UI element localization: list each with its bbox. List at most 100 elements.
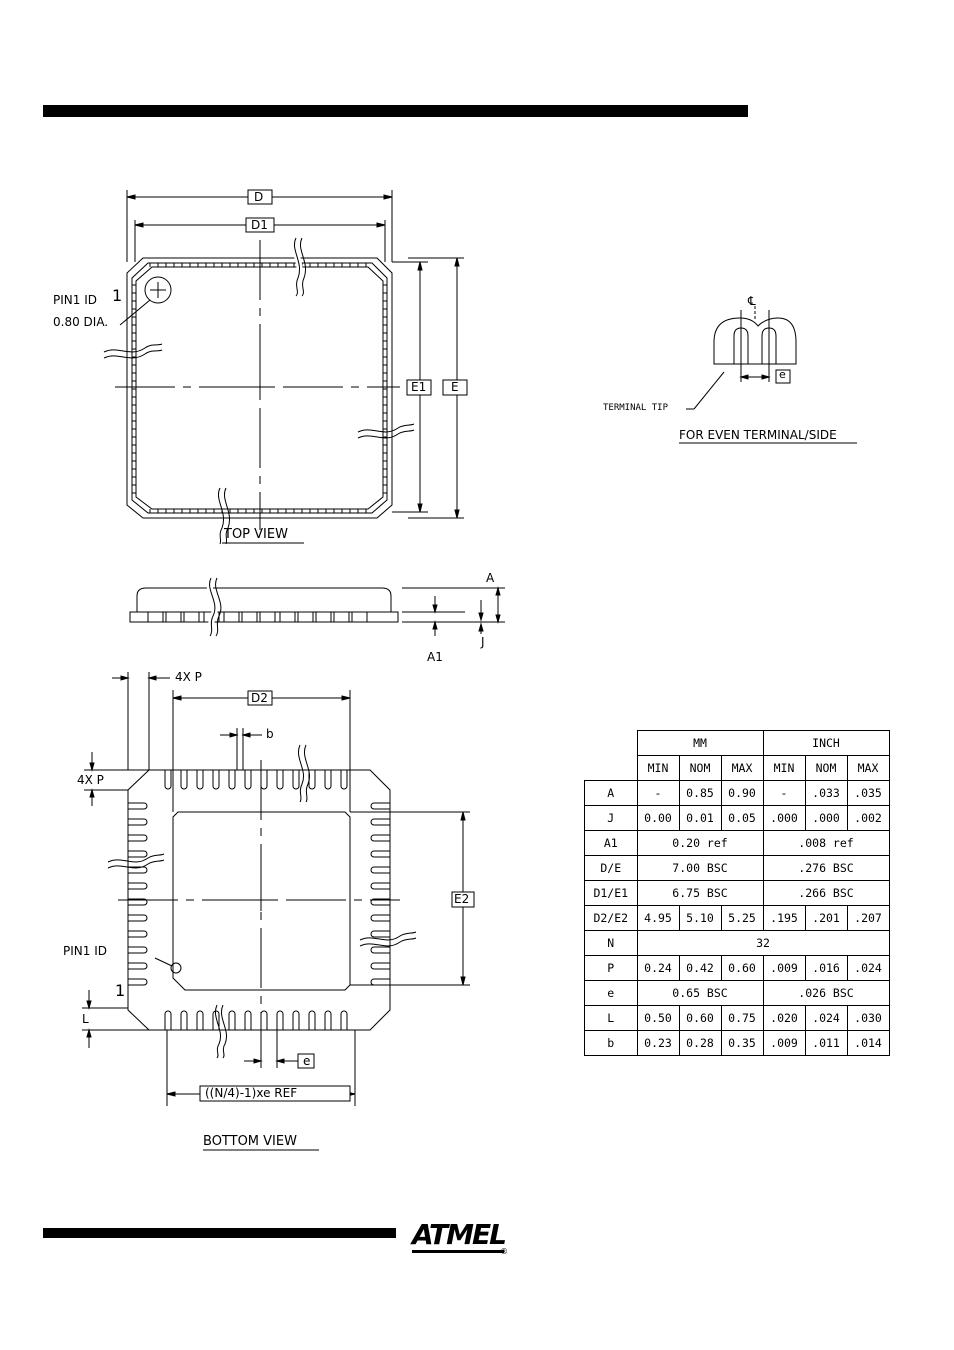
- table-cell: .035: [846, 780, 890, 806]
- table-cell: .024: [804, 1005, 848, 1031]
- table-cell: .016: [804, 955, 848, 981]
- row-symbol: P: [584, 955, 638, 981]
- header-mm-max: MAX: [720, 755, 764, 781]
- table-row: L 0.50 0.60 0.75 .020 .024 .030: [584, 1005, 890, 1031]
- table-cell: .207: [846, 905, 890, 931]
- terminal-detail-title: FOR EVEN TERMINAL/SIDE: [679, 428, 837, 442]
- table-cell: 0.60: [720, 955, 764, 981]
- registered-mark: ®: [500, 1247, 508, 1256]
- terminal-tip-label: TERMINAL TIP: [603, 403, 669, 413]
- table-row: A1 0.20 ref .008 ref: [584, 830, 890, 856]
- dim-ref-label: ((N/4)-1)xe REF: [205, 1086, 298, 1100]
- side-view: [129, 576, 505, 638]
- dim-b-label: b: [266, 727, 274, 741]
- dim-e-label: E: [451, 380, 459, 394]
- table-row: J 0.00 0.01 0.05 .000 .000 .002: [584, 805, 890, 831]
- dim-4xp-left-label: 4X P: [77, 773, 104, 787]
- table-cell: -: [762, 780, 806, 806]
- table-cell: .030: [846, 1005, 890, 1031]
- dim-l-label: L: [82, 1012, 89, 1026]
- table-cell: .024: [846, 955, 890, 981]
- dim-d1-label: D1: [251, 218, 268, 232]
- table-cell: 6.75 BSC: [636, 880, 764, 906]
- table-cell: .195: [762, 905, 806, 931]
- table-cell: 0.75: [720, 1005, 764, 1031]
- table-cell: 7.00 BSC: [636, 855, 764, 881]
- bottom-view: [82, 672, 475, 1151]
- atmel-logo-text: ATMEL: [412, 1218, 507, 1251]
- row-symbol: D1/E1: [584, 880, 638, 906]
- bottom-view-title: BOTTOM VIEW: [203, 1134, 297, 1149]
- dimension-table: MM INCH MIN NOM MAX MIN NOM MAX A - 0.85…: [584, 730, 890, 1056]
- row-symbol: b: [584, 1030, 638, 1056]
- dim-e2-label: E2: [454, 892, 470, 906]
- pin1-label-bottom: PIN1 ID: [63, 944, 107, 958]
- table-cell: .014: [846, 1030, 890, 1056]
- dim-a-label: A: [486, 571, 495, 585]
- header-mm: MM: [636, 730, 764, 756]
- table-row: e 0.65 BSC .026 BSC: [584, 980, 890, 1006]
- table-cell: 0.05: [720, 805, 764, 831]
- centerline-symbol: ℄: [748, 294, 756, 308]
- table-cell: 0.42: [678, 955, 722, 981]
- table-cell: 0.23: [636, 1030, 680, 1056]
- top-view-title: TOP VIEW: [224, 527, 288, 542]
- row-symbol: e: [584, 980, 638, 1006]
- dim-e1-label: E1: [411, 380, 427, 394]
- table-row: D/E 7.00 BSC .276 BSC: [584, 855, 890, 881]
- table-cell: .000: [804, 805, 848, 831]
- table-cell: 0.90: [720, 780, 764, 806]
- table-cell: .000: [762, 805, 806, 831]
- dim-4xp-top-label: 4X P: [175, 670, 202, 684]
- table-cell: 0.01: [678, 805, 722, 831]
- table-cell: 5.25: [720, 905, 764, 931]
- table-cell: .033: [804, 780, 848, 806]
- header-inch-nom: NOM: [804, 755, 848, 781]
- table-cell: .026 BSC: [762, 980, 890, 1006]
- table-cell: .009: [762, 1030, 806, 1056]
- table-cell: 0.60: [678, 1005, 722, 1031]
- table-row: N 32: [584, 930, 890, 956]
- table-cell: .009: [762, 955, 806, 981]
- terminal-detail: [679, 306, 857, 444]
- header-inch-min: MIN: [762, 755, 806, 781]
- table-cell: .201: [804, 905, 848, 931]
- row-symbol: A: [584, 780, 638, 806]
- dim-j-label: J: [481, 635, 485, 649]
- table-cell: .020: [762, 1005, 806, 1031]
- table-cell: 0.85: [678, 780, 722, 806]
- table-cell: .008 ref: [762, 830, 890, 856]
- table-row: D2/E2 4.95 5.10 5.25 .195 .201 .207: [584, 905, 890, 931]
- table-cell: .266 BSC: [762, 880, 890, 906]
- pin1-number-top: 1: [112, 286, 123, 305]
- table-row: A - 0.85 0.90 - .033 .035: [584, 780, 890, 806]
- row-symbol: D2/E2: [584, 905, 638, 931]
- table-group-header-row: MM INCH: [585, 730, 890, 756]
- table-cell: 32: [636, 930, 890, 956]
- table-cell: 0.65 BSC: [636, 980, 764, 1006]
- row-symbol: L: [584, 1005, 638, 1031]
- table-cell: .002: [846, 805, 890, 831]
- table-cell: 0.50: [636, 1005, 680, 1031]
- header-inch: INCH: [762, 730, 890, 756]
- table-cell: 4.95: [636, 905, 680, 931]
- table-row: P 0.24 0.42 0.60 .009 .016 .024: [584, 955, 890, 981]
- atmel-logo: ATMEL ®: [410, 1212, 508, 1258]
- table-cell: .011: [804, 1030, 848, 1056]
- dim-d2-label: D2: [251, 691, 268, 705]
- header-inch-max: MAX: [846, 755, 890, 781]
- table-row: b 0.23 0.28 0.35 .009 .011 .014: [584, 1030, 890, 1056]
- table-sub-header-row: MIN NOM MAX MIN NOM MAX: [585, 755, 890, 781]
- row-symbol: A1: [584, 830, 638, 856]
- table-cell: 0.24: [636, 955, 680, 981]
- row-symbol: N: [584, 930, 638, 956]
- table-row: D1/E1 6.75 BSC .266 BSC: [584, 880, 890, 906]
- table-cell: 0.28: [678, 1030, 722, 1056]
- pin1-number-bottom: 1: [115, 981, 126, 1000]
- dim-a1-label: A1: [427, 650, 443, 664]
- table-cell: 0.35: [720, 1030, 764, 1056]
- logo-underline: [412, 1250, 504, 1253]
- row-symbol: D/E: [584, 855, 638, 881]
- table-cell: 5.10: [678, 905, 722, 931]
